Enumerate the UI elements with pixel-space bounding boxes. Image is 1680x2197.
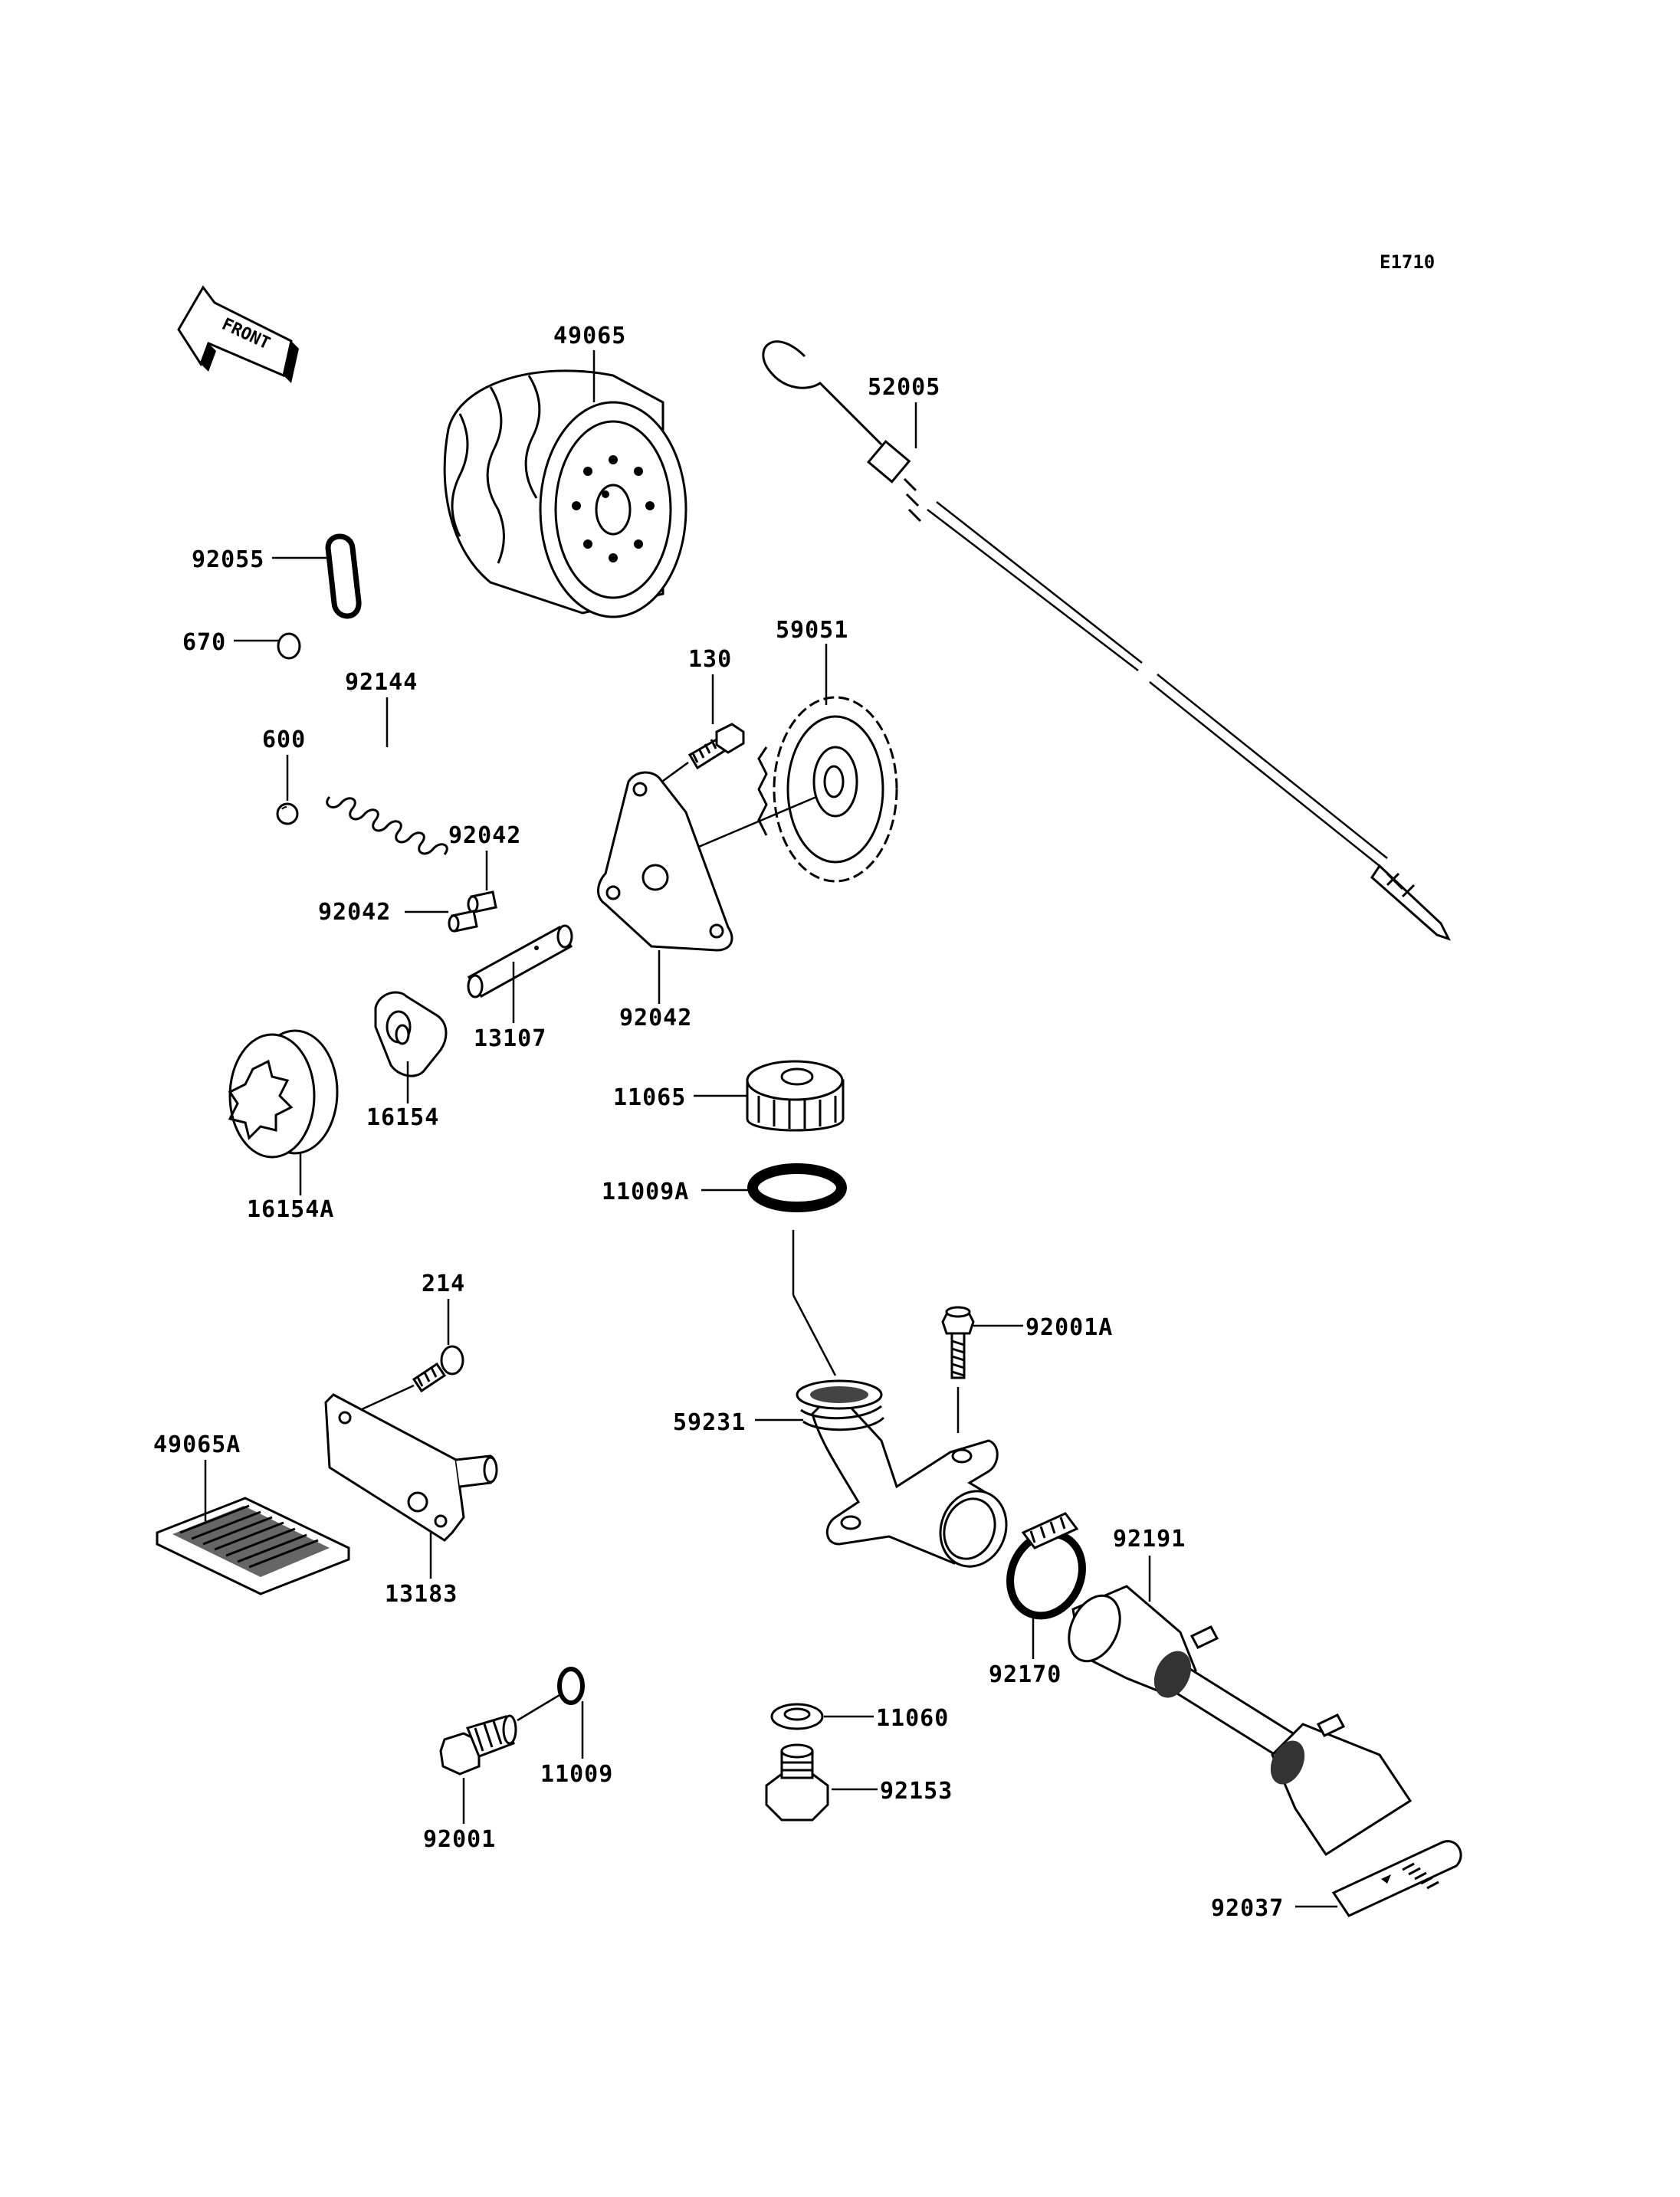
label-92001: 92001	[423, 1826, 496, 1853]
gear-59051	[757, 696, 898, 883]
label-92191: 92191	[1113, 1526, 1186, 1553]
label-670: 670	[182, 629, 226, 656]
spring-92144	[326, 795, 448, 855]
label-59231: 59231	[673, 1409, 746, 1436]
bolt-92001	[439, 1714, 517, 1776]
bolt-130	[687, 723, 745, 770]
screw-214	[412, 1345, 464, 1393]
outer-rotor-16154A	[228, 1029, 339, 1159]
diagram-code: E1710	[1380, 251, 1435, 273]
label-16154A: 16154A	[247, 1196, 334, 1223]
oring-92055	[325, 533, 362, 619]
label-92153: 92153	[880, 1778, 953, 1805]
bolt-92001A	[941, 1306, 975, 1379]
label-11060: 11060	[876, 1705, 949, 1732]
hose-92191	[1068, 1585, 1413, 1857]
clamp-92170	[1006, 1512, 1086, 1620]
ring-670	[277, 632, 301, 660]
label-92055: 92055	[192, 546, 264, 573]
label-11009: 11009	[540, 1761, 613, 1788]
dipstick-52005	[762, 340, 1451, 941]
label-600: 600	[262, 726, 306, 753]
screen-49065A	[156, 1497, 350, 1595]
label-49065A: 49065A	[153, 1431, 241, 1458]
label-14024: 92042	[619, 1005, 692, 1031]
label-92042-upper: 92042	[448, 822, 521, 849]
gasket-11009	[557, 1667, 585, 1705]
pin-92042-lower	[448, 910, 478, 933]
gasket-11009A	[747, 1163, 847, 1212]
label-59051: 59051	[776, 617, 848, 644]
label-92042-lower: 92042	[318, 899, 391, 926]
band-92037	[1331, 1840, 1462, 1917]
label-13107: 13107	[474, 1025, 546, 1052]
cap-11065	[746, 1060, 845, 1132]
oil-filter-49065	[443, 369, 687, 618]
label-13183: 13183	[385, 1581, 458, 1608]
label-16154: 16154	[366, 1104, 439, 1131]
label-92001A: 92001A	[1025, 1314, 1113, 1341]
label-52005: 52005	[868, 374, 940, 401]
label-130: 130	[688, 646, 732, 673]
label-92037: 92037	[1211, 1895, 1284, 1922]
bracket-13183	[324, 1393, 498, 1542]
label-49065: 49065	[553, 323, 626, 349]
washer-11060	[770, 1703, 824, 1730]
shaft-13107	[467, 924, 573, 998]
label-92170: 92170	[989, 1661, 1061, 1688]
filler-neck-59231	[796, 1379, 1008, 1568]
label-11065: 11065	[613, 1084, 686, 1111]
plug-92153	[765, 1743, 829, 1822]
ball-600	[276, 802, 299, 825]
front-arrow-icon: FRONT	[177, 285, 299, 383]
label-11009A: 11009A	[602, 1179, 689, 1205]
cover-plate-14024	[597, 771, 733, 952]
label-214: 214	[422, 1271, 465, 1297]
inner-rotor-16154	[374, 991, 448, 1077]
pin-92042-upper	[467, 890, 497, 913]
label-92144: 92144	[345, 669, 418, 696]
